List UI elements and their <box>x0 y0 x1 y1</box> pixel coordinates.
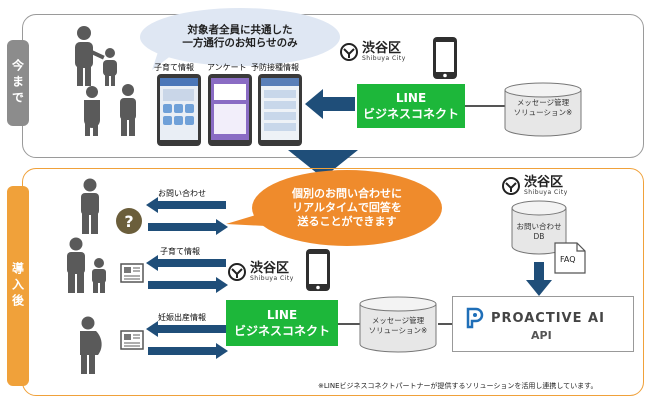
phone-screen-childcare <box>157 74 201 146</box>
connector-line-bottom-1 <box>338 323 360 325</box>
transition-down-arrow <box>288 150 358 178</box>
family-people-icon <box>75 26 136 136</box>
parent-child-icon <box>67 237 106 293</box>
shibuya-name-bottom: 渋谷区 <box>250 261 290 276</box>
shibuya-name-db: 渋谷区 <box>524 175 564 190</box>
message-solution-cylinder-top <box>504 82 582 137</box>
question-mark-text: ? <box>124 211 134 231</box>
shibuya-emblem-icon <box>502 177 520 195</box>
after-bubble-text: 個別のお問い合わせに リアルタイムで回答を 送ることができます <box>292 187 402 228</box>
connector-line-top <box>465 105 505 107</box>
after-bubble-tail <box>226 212 266 226</box>
message-solution-cylinder-bottom <box>359 296 437 353</box>
row-label-pregnancy: 妊娠出産情報 <box>158 313 206 322</box>
before-bubble-tail <box>152 52 176 70</box>
smartphone-icon-bottom <box>306 249 330 291</box>
shibuya-logo-top: 渋谷区 Shibuya City <box>340 42 406 62</box>
shibuya-logo-db: 渋谷区 Shibuya City <box>502 176 568 196</box>
question-mark-icon: ? <box>116 208 142 234</box>
newspaper-icon-pregnancy <box>120 330 144 350</box>
screen-label-vaccine: 予防接種情報 <box>251 63 299 72</box>
phone-screen-survey <box>208 74 252 146</box>
after-tab: 導入後 <box>7 186 29 386</box>
proactive-ai-name: PROACTIVE AI <box>491 310 605 326</box>
shibuya-logo-bottom: 渋谷区 Shibuya City <box>228 262 294 282</box>
line-box-top-label: LINE ビジネスコネクト <box>362 90 459 121</box>
phone-screen-vaccine <box>258 74 302 146</box>
proactive-ai-logo: PROACTIVE AI <box>465 307 605 329</box>
row-label-inquiry: お問い合わせ <box>158 189 206 198</box>
row-label-childcare: 子育て情報 <box>160 247 200 256</box>
proactive-p-icon <box>466 307 484 329</box>
shibuya-emblem-icon <box>340 43 358 61</box>
before-tab-label: 今まで <box>10 59 25 107</box>
proactive-api-label: API <box>531 329 552 342</box>
pregnant-person-icon <box>80 316 102 374</box>
inquiry-db-cylinder <box>511 200 567 255</box>
person-inquiry-icon <box>81 178 99 234</box>
arrow-pair-pregnancy <box>146 321 228 359</box>
faq-label: FAQ <box>560 255 576 264</box>
smartphone-icon-top <box>433 37 457 79</box>
newspaper-icon-childcare <box>120 263 144 283</box>
arrow-pair-childcare <box>146 255 228 293</box>
cylinder-label-top: メッセージ管理 ソリューション※ <box>513 98 573 117</box>
shibuya-sub-top: Shibuya City <box>362 55 406 62</box>
footnote: ※LINEビジネスコネクトパートナーが提供するソリューションを活用し連携していま… <box>318 382 598 390</box>
shibuya-emblem-icon <box>228 263 246 281</box>
arrow-pair-inquiry <box>146 197 228 235</box>
shibuya-sub-bottom: Shibuya City <box>250 275 294 282</box>
screen-label-survey: アンケート <box>207 63 247 72</box>
line-box-bottom-label: LINE ビジネスコネクト <box>233 307 330 338</box>
after-tab-label: 導入後 <box>10 262 25 310</box>
shibuya-sub-db: Shibuya City <box>524 189 568 196</box>
inquiry-db-label: お問い合わせ DB <box>516 222 562 241</box>
screen-label-childcare: 子育て情報 <box>154 63 194 72</box>
proactive-ai-box: PROACTIVE AI API <box>452 296 634 352</box>
connector-line-bottom-2 <box>438 323 452 325</box>
before-bubble-text: 対象者全員に共通した 一方通行のお知らせのみ <box>182 23 298 49</box>
db-to-api-arrow <box>526 262 552 296</box>
before-tab: 今まで <box>7 40 29 126</box>
line-biz-connect-bottom: LINE ビジネスコネクト <box>226 300 338 346</box>
faq-document-icon <box>554 242 586 274</box>
after-speech-bubble: 個別のお問い合わせに リアルタイムで回答を 送ることができます <box>252 170 442 246</box>
line-biz-connect-top: LINE ビジネスコネクト <box>357 84 465 128</box>
before-speech-bubble: 対象者全員に共通した 一方通行のお知らせのみ <box>140 8 340 66</box>
shibuya-name-top: 渋谷区 <box>362 41 402 56</box>
cylinder-label-bottom: メッセージ管理 ソリューション※ <box>368 316 428 335</box>
before-flow-arrow <box>305 89 355 119</box>
